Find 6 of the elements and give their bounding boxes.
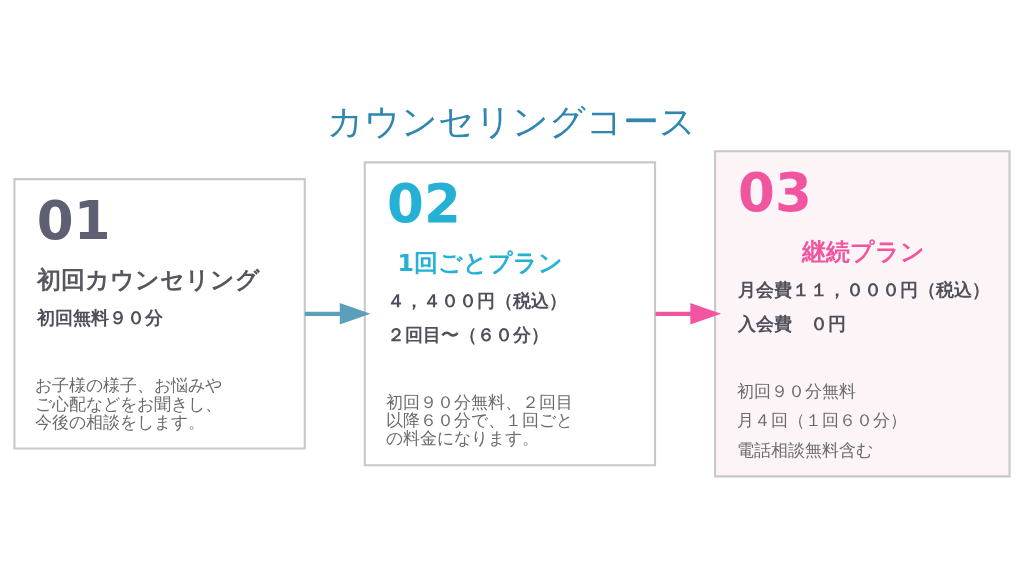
node-box: 02 1回ごとプラン ４，４００円（税込） ２回目〜（６０分） 初回９０分無料、２回目以降６０分で、１回ごとの料金になります。 xyxy=(363,161,657,467)
diagram-title: カウンセリングコース xyxy=(327,100,697,144)
arrow xyxy=(304,303,371,325)
node-box: 01 初回カウンセリング 初回無料９０分 お子様の様子、お悩みやご心配などをお聞きし、今後の相談をします。 xyxy=(13,178,306,450)
arrow xyxy=(655,303,722,325)
node-box: 03 継続プラン 月会費１１，０００円（税込） 入会費 ０円 初回９０分無料 月４回（１回６０分） 電話相談無料含む xyxy=(714,150,1011,478)
